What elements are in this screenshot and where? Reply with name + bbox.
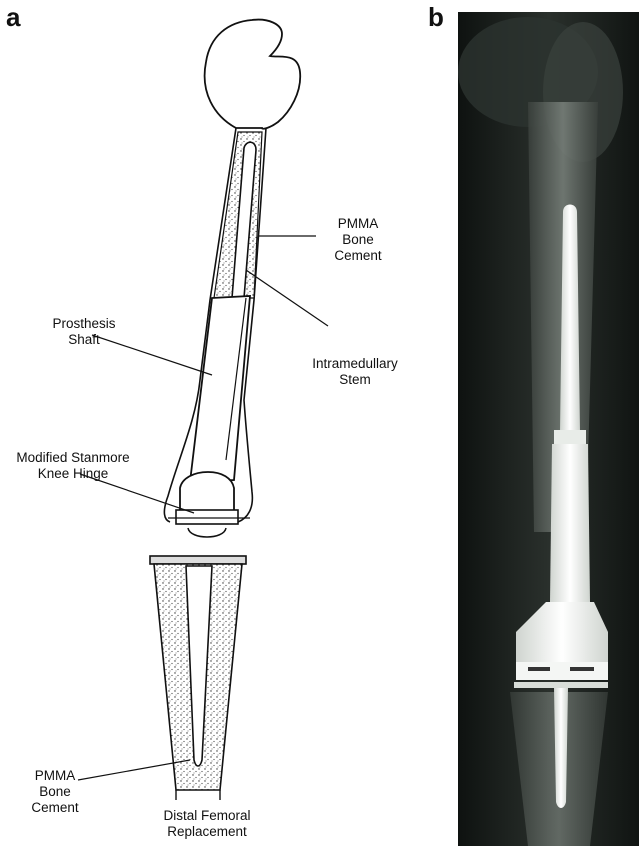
xray-tibial-stem [554,688,568,808]
leader-intramedullary-stem [246,270,328,326]
label-line: Prosthesis [42,316,126,332]
label-prosthesis-shaft: Prosthesis Shaft [42,316,126,348]
label-line: Stem [300,372,410,388]
label-line: Shaft [42,332,126,348]
label-line: Cement [22,800,88,816]
label-line: PMMA [320,216,396,232]
label-line: PMMA [22,768,88,784]
label-pmma-bone-cement-top: PMMA Bone Cement [320,216,396,264]
xray-intramedullary-stem [560,205,580,433]
femur-prosthesis-diagram [0,0,458,846]
label-line: Modified Stanmore [6,450,140,466]
xray-prosthesis-shaft [550,444,590,602]
label-line: Bone [320,232,396,248]
tibial-tray [150,556,246,564]
label-intramedullary-stem: Intramedullary Stem [300,356,410,388]
xray-collar [554,430,586,444]
label-line: Cement [320,248,396,264]
label-line: Intramedullary [300,356,410,372]
knee-hinge-housing [180,472,234,510]
label-line: Knee Hinge [6,466,140,482]
radiograph-image [458,12,639,846]
hinge-block [176,510,238,524]
label-line: Distal Femoral [142,808,272,824]
label-line: Bone [22,784,88,800]
leader-pmma-bottom [78,760,190,780]
label-line: Replacement [142,824,272,840]
femoral-head [205,20,301,129]
label-pmma-bone-cement-bottom: PMMA Bone Cement [22,768,88,816]
label-knee-hinge: Modified Stanmore Knee Hinge [6,450,140,482]
label-distal-femoral-replacement: Distal Femoral Replacement [142,808,272,840]
